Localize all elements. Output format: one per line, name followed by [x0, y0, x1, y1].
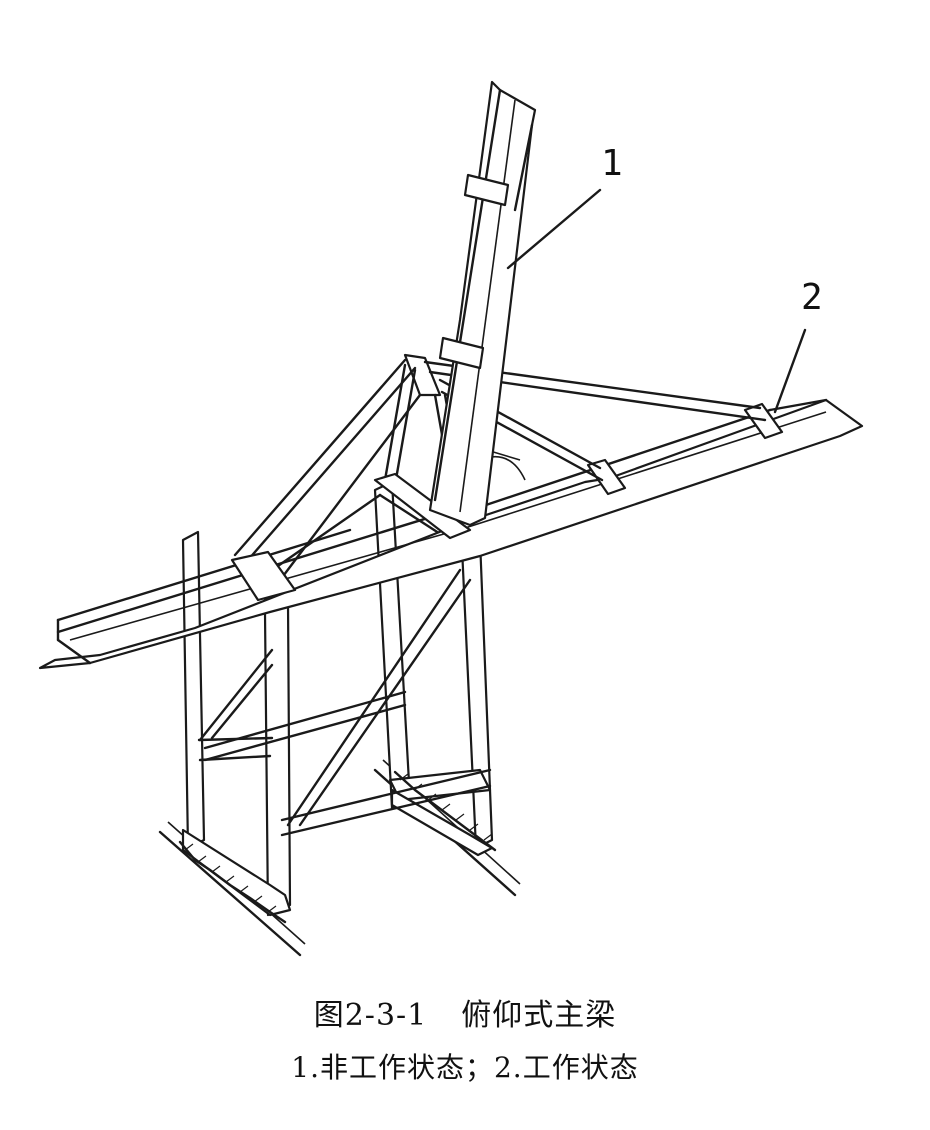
- figure-number: 图2-3-1: [313, 998, 428, 1033]
- raised-boom: [428, 80, 537, 527]
- main-girder: [38, 398, 864, 670]
- callout-label-1: 1: [601, 143, 623, 184]
- figure-title: 俯仰式主梁: [461, 998, 617, 1033]
- figure-caption: 图2-3-1 俯仰式主梁 1.非工作状态；2.工作状态: [0, 990, 930, 1086]
- crane-drawing: [38, 80, 864, 957]
- figure-legend: 1.非工作状态；2.工作状态: [291, 1051, 639, 1084]
- callout-leaders: [506, 188, 807, 414]
- callout-label-2: 2: [801, 277, 823, 318]
- caption-title-line: 图2-3-1 俯仰式主梁: [0, 990, 930, 1034]
